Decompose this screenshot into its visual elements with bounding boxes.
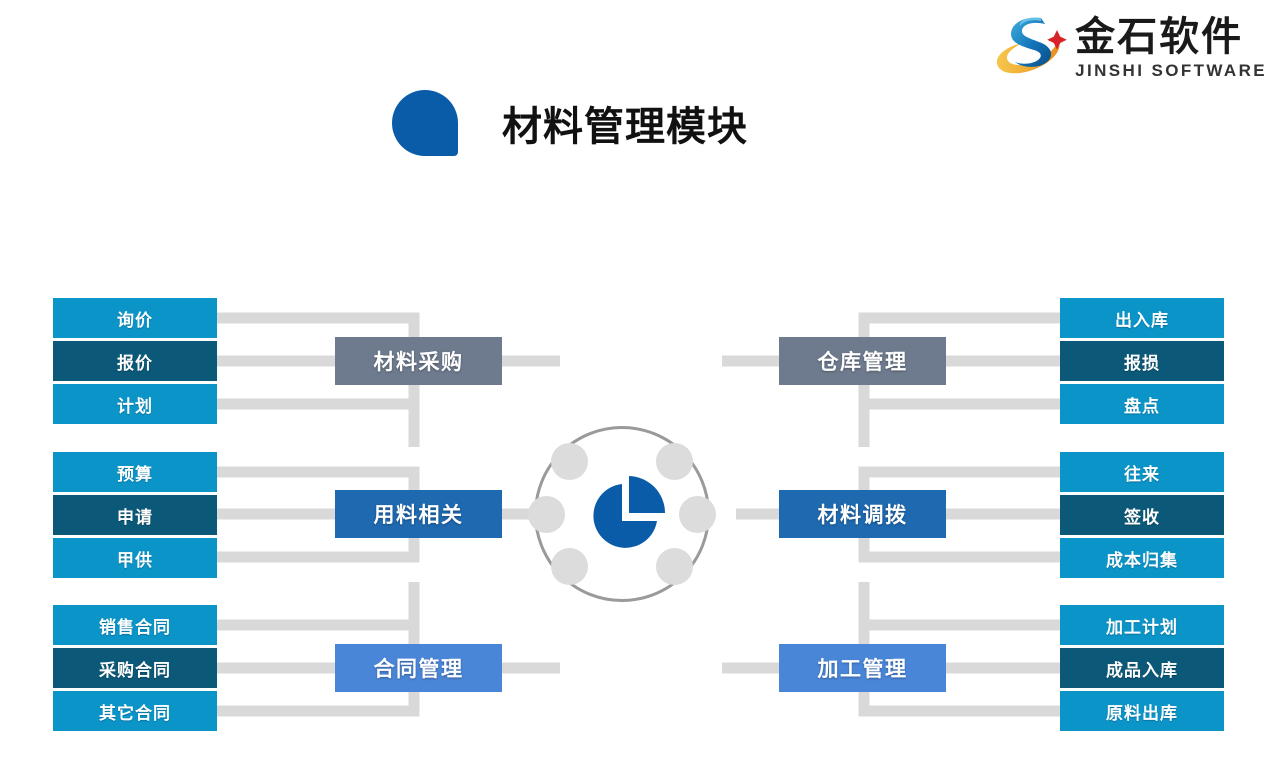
leaf-label: 出入库 xyxy=(1115,310,1169,331)
category-label: 材料采购 xyxy=(373,350,464,374)
category-box-material-transfer[interactable]: 材料调拨 xyxy=(779,490,946,538)
leaf-label: 销售合同 xyxy=(99,617,171,638)
hub-node-top-right xyxy=(656,443,693,480)
leaf-label: 盘点 xyxy=(1124,396,1160,417)
category-box-material-purchase[interactable]: 材料采购 xyxy=(335,337,502,385)
brand-logo: 金石软件 JINSHI SOFTWARE xyxy=(989,12,1267,84)
leaf-label: 成品入库 xyxy=(1106,660,1178,681)
leaf-item-damage-report[interactable]: 报损 xyxy=(1060,341,1224,381)
leaf-label: 报损 xyxy=(1124,353,1160,374)
category-label: 合同管理 xyxy=(373,657,464,681)
leaf-item-owner-supplied[interactable]: 甲供 xyxy=(53,538,217,578)
leaf-label: 采购合同 xyxy=(99,660,171,681)
category-box-processing-management[interactable]: 加工管理 xyxy=(779,644,946,692)
leaf-label: 询价 xyxy=(117,310,153,331)
brand-text: 金石软件 JINSHI SOFTWARE xyxy=(1075,17,1267,79)
leaf-label: 预算 xyxy=(117,464,153,485)
leaf-label: 成本归集 xyxy=(1106,550,1178,571)
leaf-item-plan[interactable]: 计划 xyxy=(53,384,217,424)
category-label: 仓库管理 xyxy=(817,350,908,374)
brand-name-en: JINSHI SOFTWARE xyxy=(1075,61,1267,80)
hub-node-right xyxy=(679,496,716,533)
jinshi-s-swoosh-logo-icon xyxy=(997,17,1067,74)
category-label: 材料调拨 xyxy=(817,503,908,527)
hub-node-left xyxy=(528,496,565,533)
leaf-label: 计划 xyxy=(117,396,153,417)
hub-node-bottom-right xyxy=(656,548,693,585)
page-title-label: 材料管理模块 xyxy=(502,104,748,150)
hub-node-top-left xyxy=(551,443,588,480)
leaf-item-processing-plan[interactable]: 加工计划 xyxy=(1060,605,1224,645)
leaf-label: 加工计划 xyxy=(1106,617,1178,638)
leaf-item-other-contract[interactable]: 其它合同 xyxy=(53,691,217,731)
category-box-warehouse-management[interactable]: 仓库管理 xyxy=(779,337,946,385)
page-title: 材料管理模块 xyxy=(392,90,748,156)
blue-teardrop-icon xyxy=(392,90,458,156)
leaf-label: 申请 xyxy=(117,507,153,528)
leaf-item-receipt-signoff[interactable]: 签收 xyxy=(1060,495,1224,535)
leaf-item-raw-material-outbound[interactable]: 原料出库 xyxy=(1060,691,1224,731)
category-box-contract-management[interactable]: 合同管理 xyxy=(335,644,502,692)
category-box-material-usage[interactable]: 用料相关 xyxy=(335,490,502,538)
leaf-label: 往来 xyxy=(1124,464,1160,485)
hub-node-bottom-left xyxy=(551,548,588,585)
leaf-item-application[interactable]: 申请 xyxy=(53,495,217,535)
leaf-item-budget[interactable]: 预算 xyxy=(53,452,217,492)
leaf-item-inbound-outbound[interactable]: 出入库 xyxy=(1060,298,1224,338)
brand-name-cn: 金石软件 xyxy=(1075,14,1244,60)
leaf-label: 其它合同 xyxy=(99,703,171,724)
leaf-label: 报价 xyxy=(117,353,153,374)
leaf-item-sales-contract[interactable]: 销售合同 xyxy=(53,605,217,645)
leaf-item-purchase-contract[interactable]: 采购合同 xyxy=(53,648,217,688)
leaf-item-finished-goods-inbound[interactable]: 成品入库 xyxy=(1060,648,1224,688)
leaf-label: 原料出库 xyxy=(1106,703,1178,724)
leaf-item-cost-collection[interactable]: 成本归集 xyxy=(1060,538,1224,578)
hub xyxy=(528,426,716,602)
category-label: 加工管理 xyxy=(817,657,908,681)
leaf-label: 签收 xyxy=(1124,507,1160,528)
leaf-item-transactions[interactable]: 往来 xyxy=(1060,452,1224,492)
leaf-item-stocktaking[interactable]: 盘点 xyxy=(1060,384,1224,424)
leaf-item-quotation[interactable]: 报价 xyxy=(53,341,217,381)
category-label: 用料相关 xyxy=(373,503,464,527)
pie-chart-icon xyxy=(593,476,665,548)
leaf-item-inquiry[interactable]: 询价 xyxy=(53,298,217,338)
leaf-label: 甲供 xyxy=(117,550,153,571)
